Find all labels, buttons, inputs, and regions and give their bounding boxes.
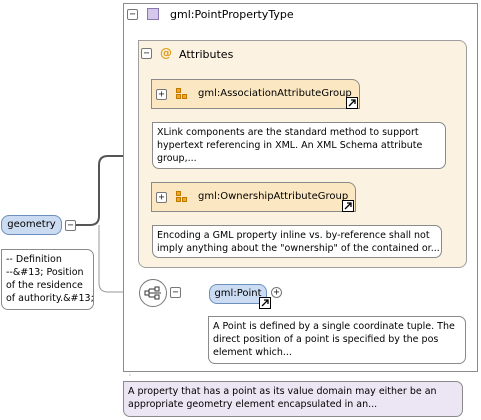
reference-link-icon[interactable]: [342, 200, 354, 212]
attribute-group-icon: [176, 191, 187, 202]
attribute-at-icon: @: [160, 46, 172, 60]
complex-type-icon: [147, 8, 159, 20]
sequence-compositor[interactable]: [139, 279, 167, 307]
group-doc-note: Encoding a GML property inline vs. by-re…: [152, 225, 442, 258]
doc-line: imply anything about the "ownership" of …: [157, 243, 440, 254]
doc-line: element which...: [213, 347, 292, 358]
type-name: gml:PointPropertyType: [170, 8, 294, 21]
group-name: gml:AssociationAttributeGroup: [198, 88, 352, 99]
expand-group-toggle[interactable]: +: [156, 192, 167, 203]
doc-line: XLink components are the standard method…: [157, 127, 419, 138]
group-doc-note: XLink components are the standard method…: [152, 122, 446, 169]
reference-link-icon[interactable]: [259, 297, 271, 309]
attribute-group-ownership[interactable]: [151, 182, 356, 212]
sequence-icon: [144, 286, 161, 300]
doc-line: group,...: [157, 153, 197, 164]
expand-group-toggle[interactable]: +: [156, 89, 167, 100]
root-doc-note: -- Definition --&#13; Position of the re…: [1, 249, 94, 310]
doc-line: hypertext referencing in XML. An XML Sch…: [157, 140, 423, 151]
child-element-point[interactable]: gml:Point: [209, 284, 267, 304]
collapse-element-toggle[interactable]: −: [65, 220, 76, 231]
collapse-sequence-toggle[interactable]: −: [170, 287, 181, 298]
group-name: gml:OwnershipAttributeGroup: [198, 191, 349, 202]
type-doc-note: A property that has a point as its value…: [123, 381, 463, 417]
collapse-attributes-toggle[interactable]: −: [141, 48, 152, 59]
expand-element-toggle[interactable]: +: [271, 287, 282, 298]
child-doc-note: A Point is defined by a single coordinat…: [208, 316, 466, 364]
attribute-group-icon: [176, 88, 187, 99]
doc-line: A Point is defined by a single coordinat…: [213, 321, 455, 332]
attributes-label: Attributes: [179, 48, 234, 61]
root-element-geometry[interactable]: geometry: [1, 215, 62, 235]
doc-line: of authority.&#13;: [6, 293, 94, 304]
doc-line: -- Definition: [6, 254, 62, 265]
reference-link-icon[interactable]: [346, 97, 358, 109]
doc-line: --&#13; Position: [6, 267, 84, 278]
doc-line: Encoding a GML property inline vs. by-re…: [157, 230, 430, 241]
doc-line: A property that has a point as its value…: [128, 386, 437, 397]
doc-line: direct position of a point is specified …: [213, 334, 439, 345]
doc-line: appropriate geometry element encapsulate…: [128, 399, 378, 410]
collapse-type-toggle[interactable]: −: [127, 9, 138, 20]
doc-line: of the residence: [6, 280, 83, 291]
